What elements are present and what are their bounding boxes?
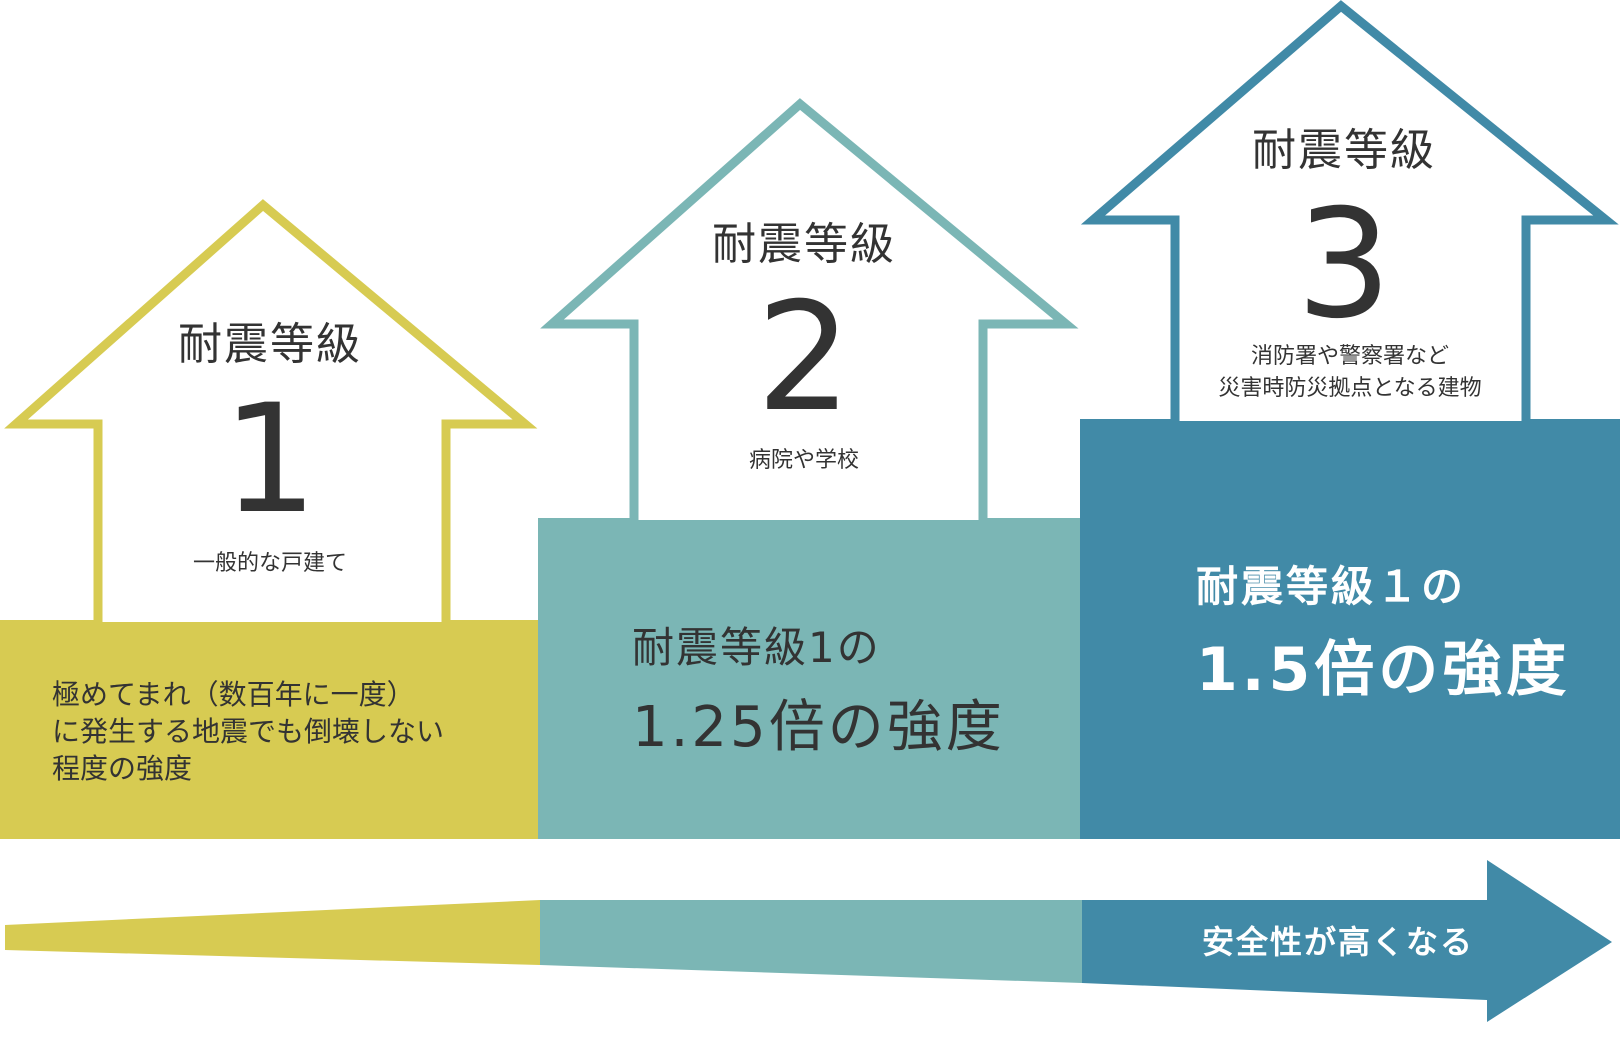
level2-house-arrow [540, 98, 1079, 520]
level3-example-line2: 災害時防災拠点となる建物 [1218, 376, 1482, 401]
safety-arrow-segment-3 [1082, 860, 1612, 1022]
level1-box [0, 620, 540, 839]
level3-description-line1: 耐震等級１の [1196, 562, 1467, 611]
level3-label: 耐震等級 [1252, 125, 1436, 176]
level2-label: 耐震等級 [712, 219, 896, 270]
level3-house-arrow [1080, 0, 1619, 421]
level1-description: 極めてまれ（数百年に一度） に発生する地震でも倒壊しない 程度の強度 [52, 678, 445, 785]
level1-example: 一般的な戸建て [192, 551, 347, 576]
level2-description-line1: 耐震等級1の [632, 623, 881, 672]
safety-arrow-segment-2 [540, 900, 1082, 983]
level1-label: 耐震等級 [178, 319, 362, 370]
safety-arrow-label: 安全性が高くなる [1202, 923, 1475, 961]
level1-house-arrow [4, 199, 538, 622]
level2-number: 2 [756, 271, 852, 445]
level3-box [1080, 419, 1620, 839]
safety-arrow-segment-1 [5, 900, 540, 965]
level3-number: 3 [1296, 178, 1392, 352]
level1-number: 1 [222, 373, 318, 547]
level2-description-line2: 1.25倍の強度 [632, 695, 1005, 760]
level3-description-line2: 1.5倍の強度 [1196, 635, 1571, 705]
level2-example: 病院や学校 [748, 448, 859, 473]
level3-example-line1: 消防署や警察署など [1250, 344, 1449, 369]
level2-box [538, 518, 1082, 839]
